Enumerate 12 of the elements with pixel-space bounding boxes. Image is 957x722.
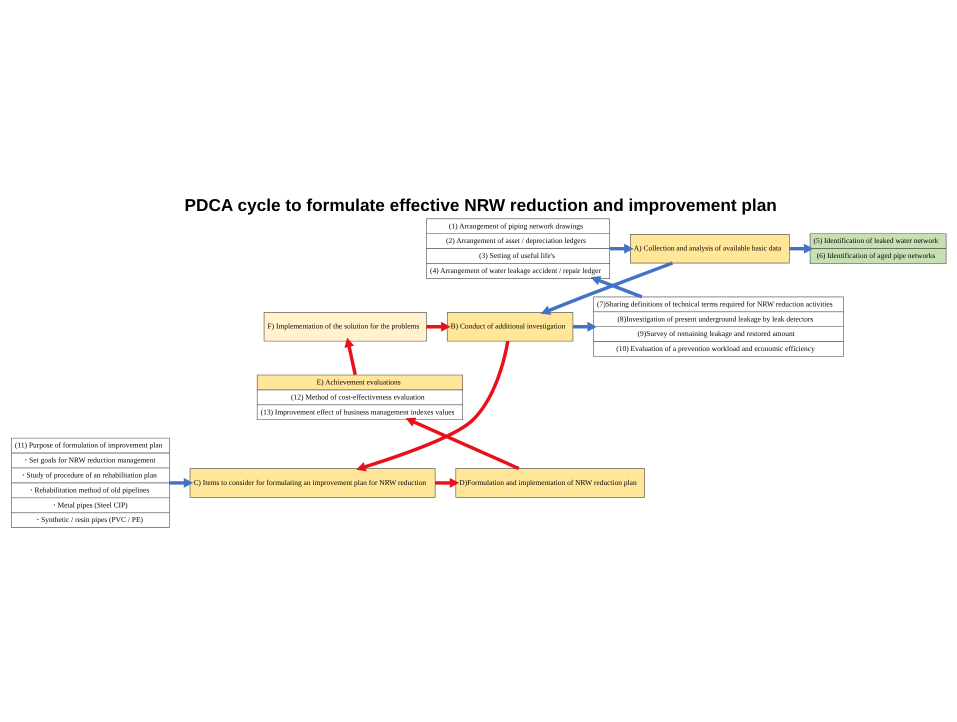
arrow bbox=[572, 321, 597, 332]
arrow bbox=[426, 321, 451, 332]
arrow bbox=[610, 243, 634, 254]
arrow bbox=[435, 477, 460, 488]
arrow bbox=[169, 477, 194, 488]
arrow bbox=[590, 276, 643, 298]
arrow bbox=[344, 337, 357, 375]
arrow bbox=[356, 340, 510, 472]
arrow bbox=[406, 417, 520, 470]
arrow bbox=[789, 243, 814, 254]
diagram-title: PDCA cycle to formulate effective NRW reduction and improvement plan bbox=[184, 194, 777, 214]
arrow bbox=[540, 260, 674, 314]
